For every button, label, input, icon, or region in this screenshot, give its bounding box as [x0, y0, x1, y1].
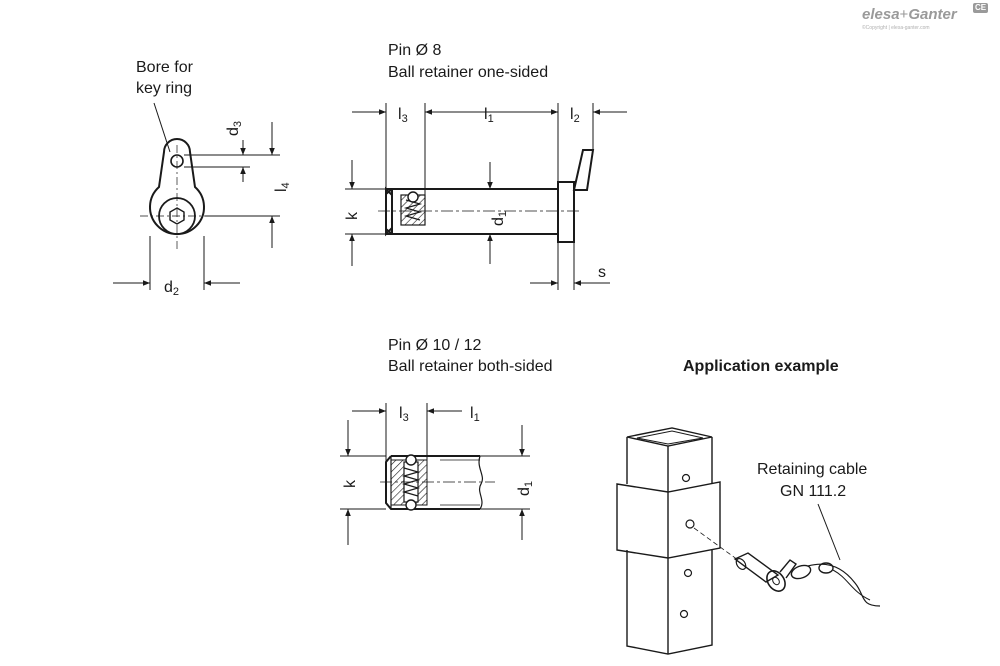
application-example-illustration — [616, 427, 881, 655]
dim-l2-pin8: l2 — [570, 106, 580, 125]
dim-l4: l4 — [273, 182, 292, 192]
dim-l1-pin1012: l1 — [470, 405, 480, 424]
copyright-note: ©Copyright | elesa-ganter.com — [862, 25, 930, 31]
pin8-spring — [403, 199, 423, 221]
logo-brand-a: elesa — [862, 6, 900, 23]
dim-l3-pin1012: l3 — [399, 405, 409, 424]
dim-k-pin8: k — [344, 211, 361, 220]
dim-d1-pin8: d1 — [490, 211, 509, 226]
bore-leader — [153, 102, 171, 153]
key-ring-icon — [790, 564, 812, 580]
pin1012-ball-top — [405, 454, 417, 466]
retaining-cable-icon — [807, 563, 881, 607]
key-ring-eye-view — [113, 102, 280, 290]
eye-outline — [149, 138, 205, 236]
indexing-pin-icon — [733, 552, 797, 592]
pin1012-detail-view — [340, 403, 530, 545]
bore-label-line1: Bore for — [136, 59, 193, 76]
bore-label-line2: key ring — [136, 80, 193, 97]
pin1012-ball-bottom — [405, 499, 417, 511]
elesa-ganter-logo: elesa+Ganter — [862, 6, 957, 23]
dim-l1-pin8: l1 — [484, 106, 494, 125]
dim-k-pin1012: k — [342, 479, 359, 488]
pin8-head — [557, 181, 575, 243]
cable-label-line1: Retaining cable — [757, 461, 868, 478]
cable-leader — [817, 503, 841, 561]
logo-plus: + — [899, 6, 909, 23]
dim-d1-pin1012: d1 — [516, 481, 535, 496]
pin8-handle — [572, 149, 595, 191]
dim-d3: d3 — [225, 121, 244, 136]
cable-label-line2: GN 111.2 — [780, 483, 847, 500]
dim-d2: d2 — [164, 279, 179, 298]
dim-l3-pin8: l3 — [398, 106, 408, 125]
pin1012-label-line1: Pin Ø 10 / 12 — [388, 337, 482, 354]
pin8-label-line2: Ball retainer one-sided — [388, 64, 549, 81]
ce-badge: CE — [973, 3, 988, 13]
pin1012-label-line2: Ball retainer both-sided — [388, 358, 553, 375]
pin8-side-view — [345, 103, 627, 290]
pin8-ball — [407, 191, 419, 203]
pin1012-break-line — [478, 455, 483, 510]
pin8-label-line1: Pin Ø 8 — [388, 42, 442, 59]
application-example-heading: Application example — [683, 358, 839, 375]
logo-brand-b: Ganter — [908, 6, 957, 23]
hex-socket-icon — [169, 207, 185, 225]
dim-s: s — [598, 264, 606, 281]
